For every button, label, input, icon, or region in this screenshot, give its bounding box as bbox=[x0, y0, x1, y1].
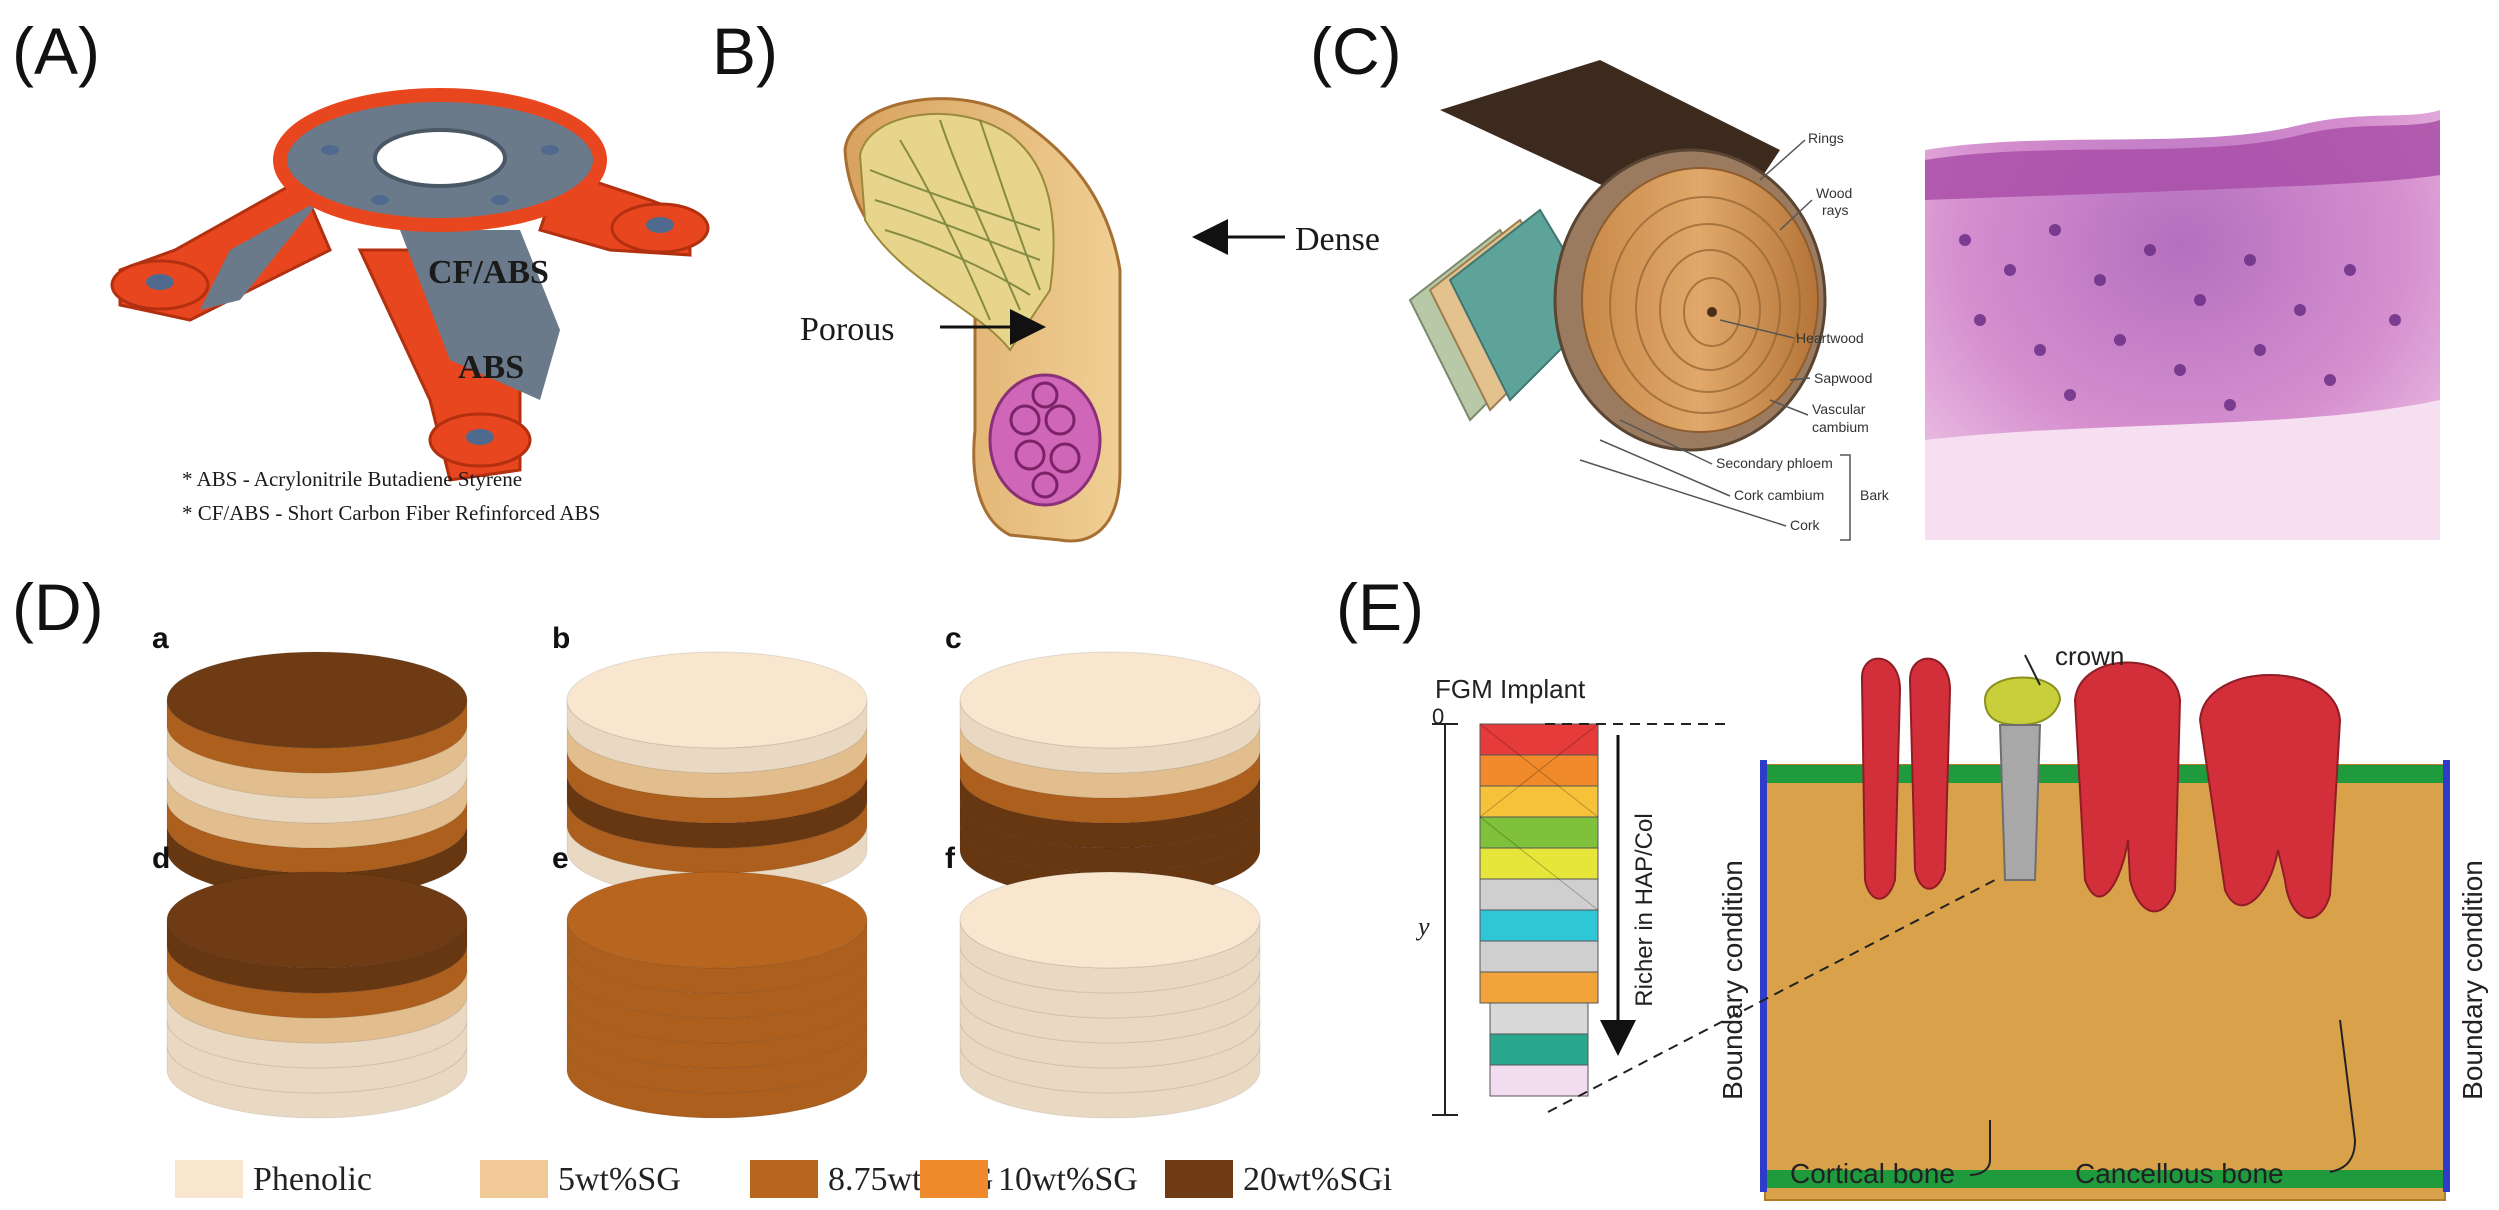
implant-band bbox=[1479, 754, 1599, 787]
legend-swatch bbox=[480, 1160, 548, 1198]
panel-e-label: (E) bbox=[1336, 570, 1424, 644]
cylinder-shade bbox=[960, 700, 1260, 898]
cylinder-top bbox=[959, 871, 1261, 969]
cylinder-b: b bbox=[552, 622, 868, 899]
cylinder-sublabel: d bbox=[152, 842, 170, 875]
implant-band bbox=[1479, 909, 1599, 942]
bracket-illustration bbox=[110, 88, 710, 482]
panel-d-label: (D) bbox=[12, 570, 104, 644]
wood-label-sapwood: Sapwood bbox=[1814, 370, 1872, 386]
note-abs: * ABS - Acrylonitrile Butadiene Styrene bbox=[182, 467, 522, 491]
wood-label-cambium: cambium bbox=[1812, 419, 1869, 435]
implant-band bbox=[1479, 785, 1599, 818]
fgm-implant-title: FGM Implant bbox=[1435, 674, 1586, 704]
legend-swatch bbox=[1165, 1160, 1233, 1198]
panel-a: (A) CF/ABS ABS * ABS - Acrylonitrile But… bbox=[12, 14, 710, 525]
legend-swatch bbox=[920, 1160, 988, 1198]
cylinder-top bbox=[166, 871, 468, 969]
boundary-right-label: Boundary condition bbox=[2457, 860, 2488, 1100]
panel-c: (C) Rings Wood rays Heartwood Sapwood Va… bbox=[1310, 14, 2440, 541]
wood-label-rays: rays bbox=[1822, 202, 1848, 218]
cylinder-shade bbox=[167, 700, 467, 898]
wood-label-bark: Bark bbox=[1860, 487, 1890, 503]
cylinder-shade bbox=[167, 920, 467, 1118]
cylinder-grid: a b c d e f bbox=[152, 622, 1261, 1119]
gradient-label: Richer in HAP/Col bbox=[1631, 813, 1658, 1006]
implant-band bbox=[1479, 723, 1599, 756]
panel-a-label: (A) bbox=[12, 14, 100, 88]
porous-label: Porous bbox=[800, 311, 894, 348]
cylinder-sublabel: f bbox=[945, 842, 956, 875]
cylinder-a: a bbox=[152, 622, 468, 899]
cylinder-top bbox=[566, 871, 868, 969]
jaw-model bbox=[1760, 657, 2450, 1201]
implant-band bbox=[1489, 1033, 1589, 1066]
cylinder-f: f bbox=[945, 842, 1261, 1119]
axis-zero: 0 bbox=[1432, 704, 1444, 729]
dense-label: Dense bbox=[1295, 221, 1380, 258]
bone-illustration bbox=[843, 97, 1122, 543]
implant-band bbox=[1489, 1064, 1589, 1097]
legend-label: 20wt%SGi bbox=[1243, 1161, 1392, 1198]
implant-band bbox=[1479, 878, 1599, 911]
boundary-left-label: Boundary condition bbox=[1717, 860, 1748, 1100]
legend-label: 10wt%SG bbox=[998, 1161, 1138, 1198]
cylinder-sublabel: c bbox=[945, 622, 962, 655]
wood-cross-section bbox=[1408, 60, 1827, 452]
panel-b: B) Dense Porous bbox=[712, 14, 1380, 543]
cylinder-shade bbox=[960, 920, 1260, 1118]
cylinder-e: e bbox=[552, 842, 868, 1119]
wood-label-cork-cambium: Cork cambium bbox=[1734, 487, 1824, 503]
panel-c-label: (C) bbox=[1310, 14, 1402, 88]
cylinder-c: c bbox=[945, 622, 1261, 899]
cylinder-top bbox=[566, 651, 868, 749]
cylinder-top bbox=[959, 651, 1261, 749]
cylinder-sublabel: b bbox=[552, 622, 570, 655]
wood-label-vascular: Vascular bbox=[1812, 401, 1866, 417]
implant-gradient bbox=[1479, 723, 1599, 1097]
wood-label-heartwood: Heartwood bbox=[1796, 330, 1864, 346]
wood-labels: Rings Wood rays Heartwood Sapwood Vascul… bbox=[1716, 130, 1890, 533]
cylinder-sublabel: a bbox=[152, 622, 169, 655]
wood-label-secondary-phloem: Secondary phloem bbox=[1716, 455, 1833, 471]
legend-label: Phenolic bbox=[253, 1161, 372, 1198]
panel-e: (E) FGM Implant 0 y Richer in HAP/Col cr… bbox=[1336, 570, 2488, 1201]
histology-image bbox=[1925, 85, 2440, 540]
wood-leader-lines bbox=[1579, 139, 1851, 541]
implant-band bbox=[1489, 1002, 1589, 1035]
implant-band bbox=[1479, 940, 1599, 973]
cylinder-shade bbox=[567, 920, 867, 1118]
wood-label-wood: Wood bbox=[1816, 185, 1852, 201]
implant-band bbox=[1479, 971, 1599, 1004]
wood-label-rings: Rings bbox=[1808, 130, 1844, 146]
legend-swatch bbox=[750, 1160, 818, 1198]
wood-label-cork: Cork bbox=[1790, 517, 1821, 533]
cf-abs-label: CF/ABS bbox=[428, 254, 549, 291]
cylinder-d: d bbox=[152, 842, 468, 1119]
cortical-bone-label: Cortical bone bbox=[1790, 1158, 1955, 1189]
implant-band bbox=[1479, 847, 1599, 880]
implant-band bbox=[1479, 816, 1599, 849]
cylinder-top bbox=[166, 651, 468, 749]
panel-b-label: B) bbox=[712, 14, 778, 88]
cancellous-bone-label: Cancellous bone bbox=[2075, 1158, 2284, 1189]
implant-axis bbox=[1432, 723, 1458, 1116]
implant-mesh bbox=[1479, 723, 1599, 911]
legend-label: 5wt%SG bbox=[558, 1161, 681, 1198]
cylinder-sublabel: e bbox=[552, 842, 569, 875]
abs-label: ABS bbox=[458, 349, 524, 386]
legend-swatch bbox=[175, 1160, 243, 1198]
axis-y: y bbox=[1415, 912, 1430, 941]
cylinder-shade bbox=[567, 700, 867, 898]
crown-label: crown bbox=[2055, 641, 2124, 671]
note-cf-abs: * CF/ABS - Short Carbon Fiber Refinforce… bbox=[182, 501, 600, 525]
